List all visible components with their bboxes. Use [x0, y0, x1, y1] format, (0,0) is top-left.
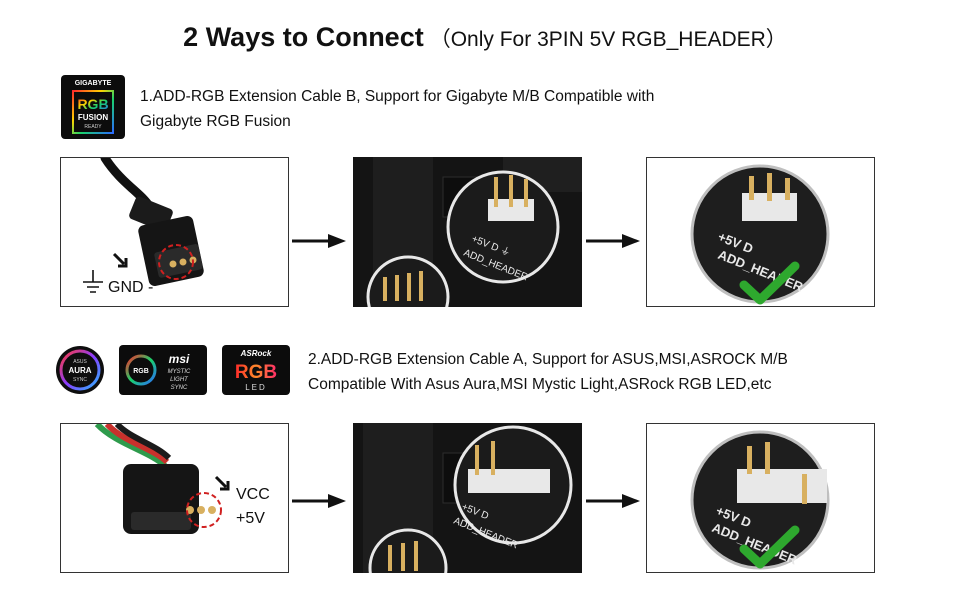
section2-description: 2.ADD-RGB Extension Cable A, Support for…	[308, 347, 928, 397]
check-icon	[739, 525, 800, 569]
msi-line2-text: LIGHT	[170, 377, 189, 383]
msi-badge-text: RGB	[133, 368, 149, 375]
gigabyte-fusion-text: FUSION	[78, 113, 108, 122]
asus-aura-sync-logo: ASUS AURA SYNC	[55, 345, 105, 395]
pointer-arrow-icon	[214, 475, 230, 491]
section1-description-line1: 1.ADD-RGB Extension Cable B, Support for…	[140, 88, 655, 105]
arrow-right-icon	[586, 234, 640, 248]
section1-header-photo: +5V D ⏚ ADD_HEADER	[353, 157, 582, 307]
msi-mystic-light-logo: RGB msi MYSTIC LIGHT SYNC	[119, 345, 207, 395]
msi-line1-text: MYSTIC	[168, 369, 191, 375]
section2-result-panel: +5V D ADD_HEADER	[646, 423, 875, 573]
title-main: 2 Ways to Connect	[183, 22, 424, 52]
gigabyte-ready-text: READY	[84, 124, 102, 130]
check-icon	[739, 261, 800, 305]
page-title: 2 Ways to Connect（Only For 3PIN 5V RGB_H…	[0, 22, 970, 53]
title-sub: （Only For 3PIN 5V RGB_HEADER）	[429, 28, 787, 51]
section2-header-photo: +5V D ADD_HEADER	[353, 423, 582, 573]
asus-logo-bottom: SYNC	[73, 377, 87, 383]
section2-description-line1: 2.ADD-RGB Extension Cable A, Support for…	[308, 351, 788, 368]
highlight-circle	[186, 492, 222, 528]
asus-logo-top: ASUS	[73, 359, 87, 365]
highlight-circle	[158, 244, 194, 280]
vcc-label: VCC	[236, 486, 270, 503]
plus5v-label: +5V	[236, 510, 265, 527]
asrock-led-text: LED	[245, 383, 267, 392]
section2-cable-panel: VCC +5V	[60, 421, 289, 573]
pointer-arrow-icon	[112, 252, 128, 268]
msi-line3-text: SYNC	[171, 385, 188, 391]
gigabyte-rgb-text: RGB	[77, 96, 108, 112]
gigabyte-brand-text: GIGABYTE	[75, 80, 112, 87]
cable-b-illustration	[100, 153, 204, 287]
gigabyte-rgb-fusion-logo: GIGABYTE RGB FUSION READY	[61, 75, 125, 139]
msi-brand-text: msi	[169, 352, 190, 366]
section1-cable-panel: GND -	[60, 153, 289, 307]
section1-description-line2: Gigabyte RGB Fusion	[140, 113, 291, 130]
section1-result-panel: +5V D ADD_HEADER	[646, 157, 875, 307]
section1-description: 1.ADD-RGB Extension Cable B, Support for…	[140, 84, 760, 134]
ground-icon	[83, 270, 103, 293]
arrow-right-icon	[586, 494, 640, 508]
asrock-rgb-led-logo: ASRock RGB LED	[222, 345, 290, 395]
arrow-right-icon	[292, 234, 346, 248]
gnd-label: GND -	[108, 279, 154, 296]
asus-logo-middle: AURA	[68, 366, 91, 375]
cable-a-illustration	[94, 421, 222, 534]
asrock-rgb-text: RGB	[235, 362, 277, 383]
section2-description-line2: Compatible With Asus Aura,MSI Mystic Lig…	[308, 376, 772, 393]
arrow-right-icon	[292, 494, 346, 508]
asrock-brand-text: ASRock	[240, 349, 272, 358]
